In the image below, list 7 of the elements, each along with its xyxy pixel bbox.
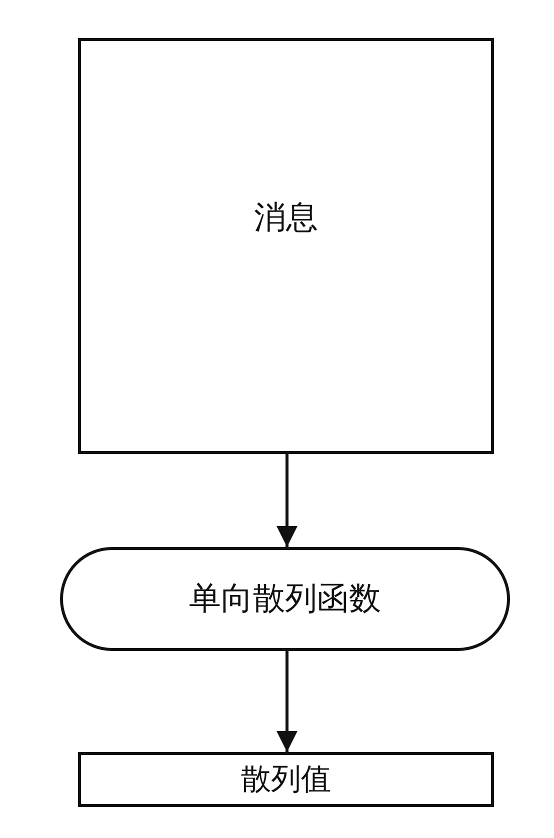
arrow: [276, 651, 298, 752]
node-label: 单向散列函数: [189, 578, 381, 619]
node-label: 散列值: [241, 761, 331, 799]
process-box: [78, 752, 494, 807]
arrow: [276, 454, 298, 547]
process-box: [78, 38, 494, 454]
node-label: 消息: [254, 197, 318, 238]
